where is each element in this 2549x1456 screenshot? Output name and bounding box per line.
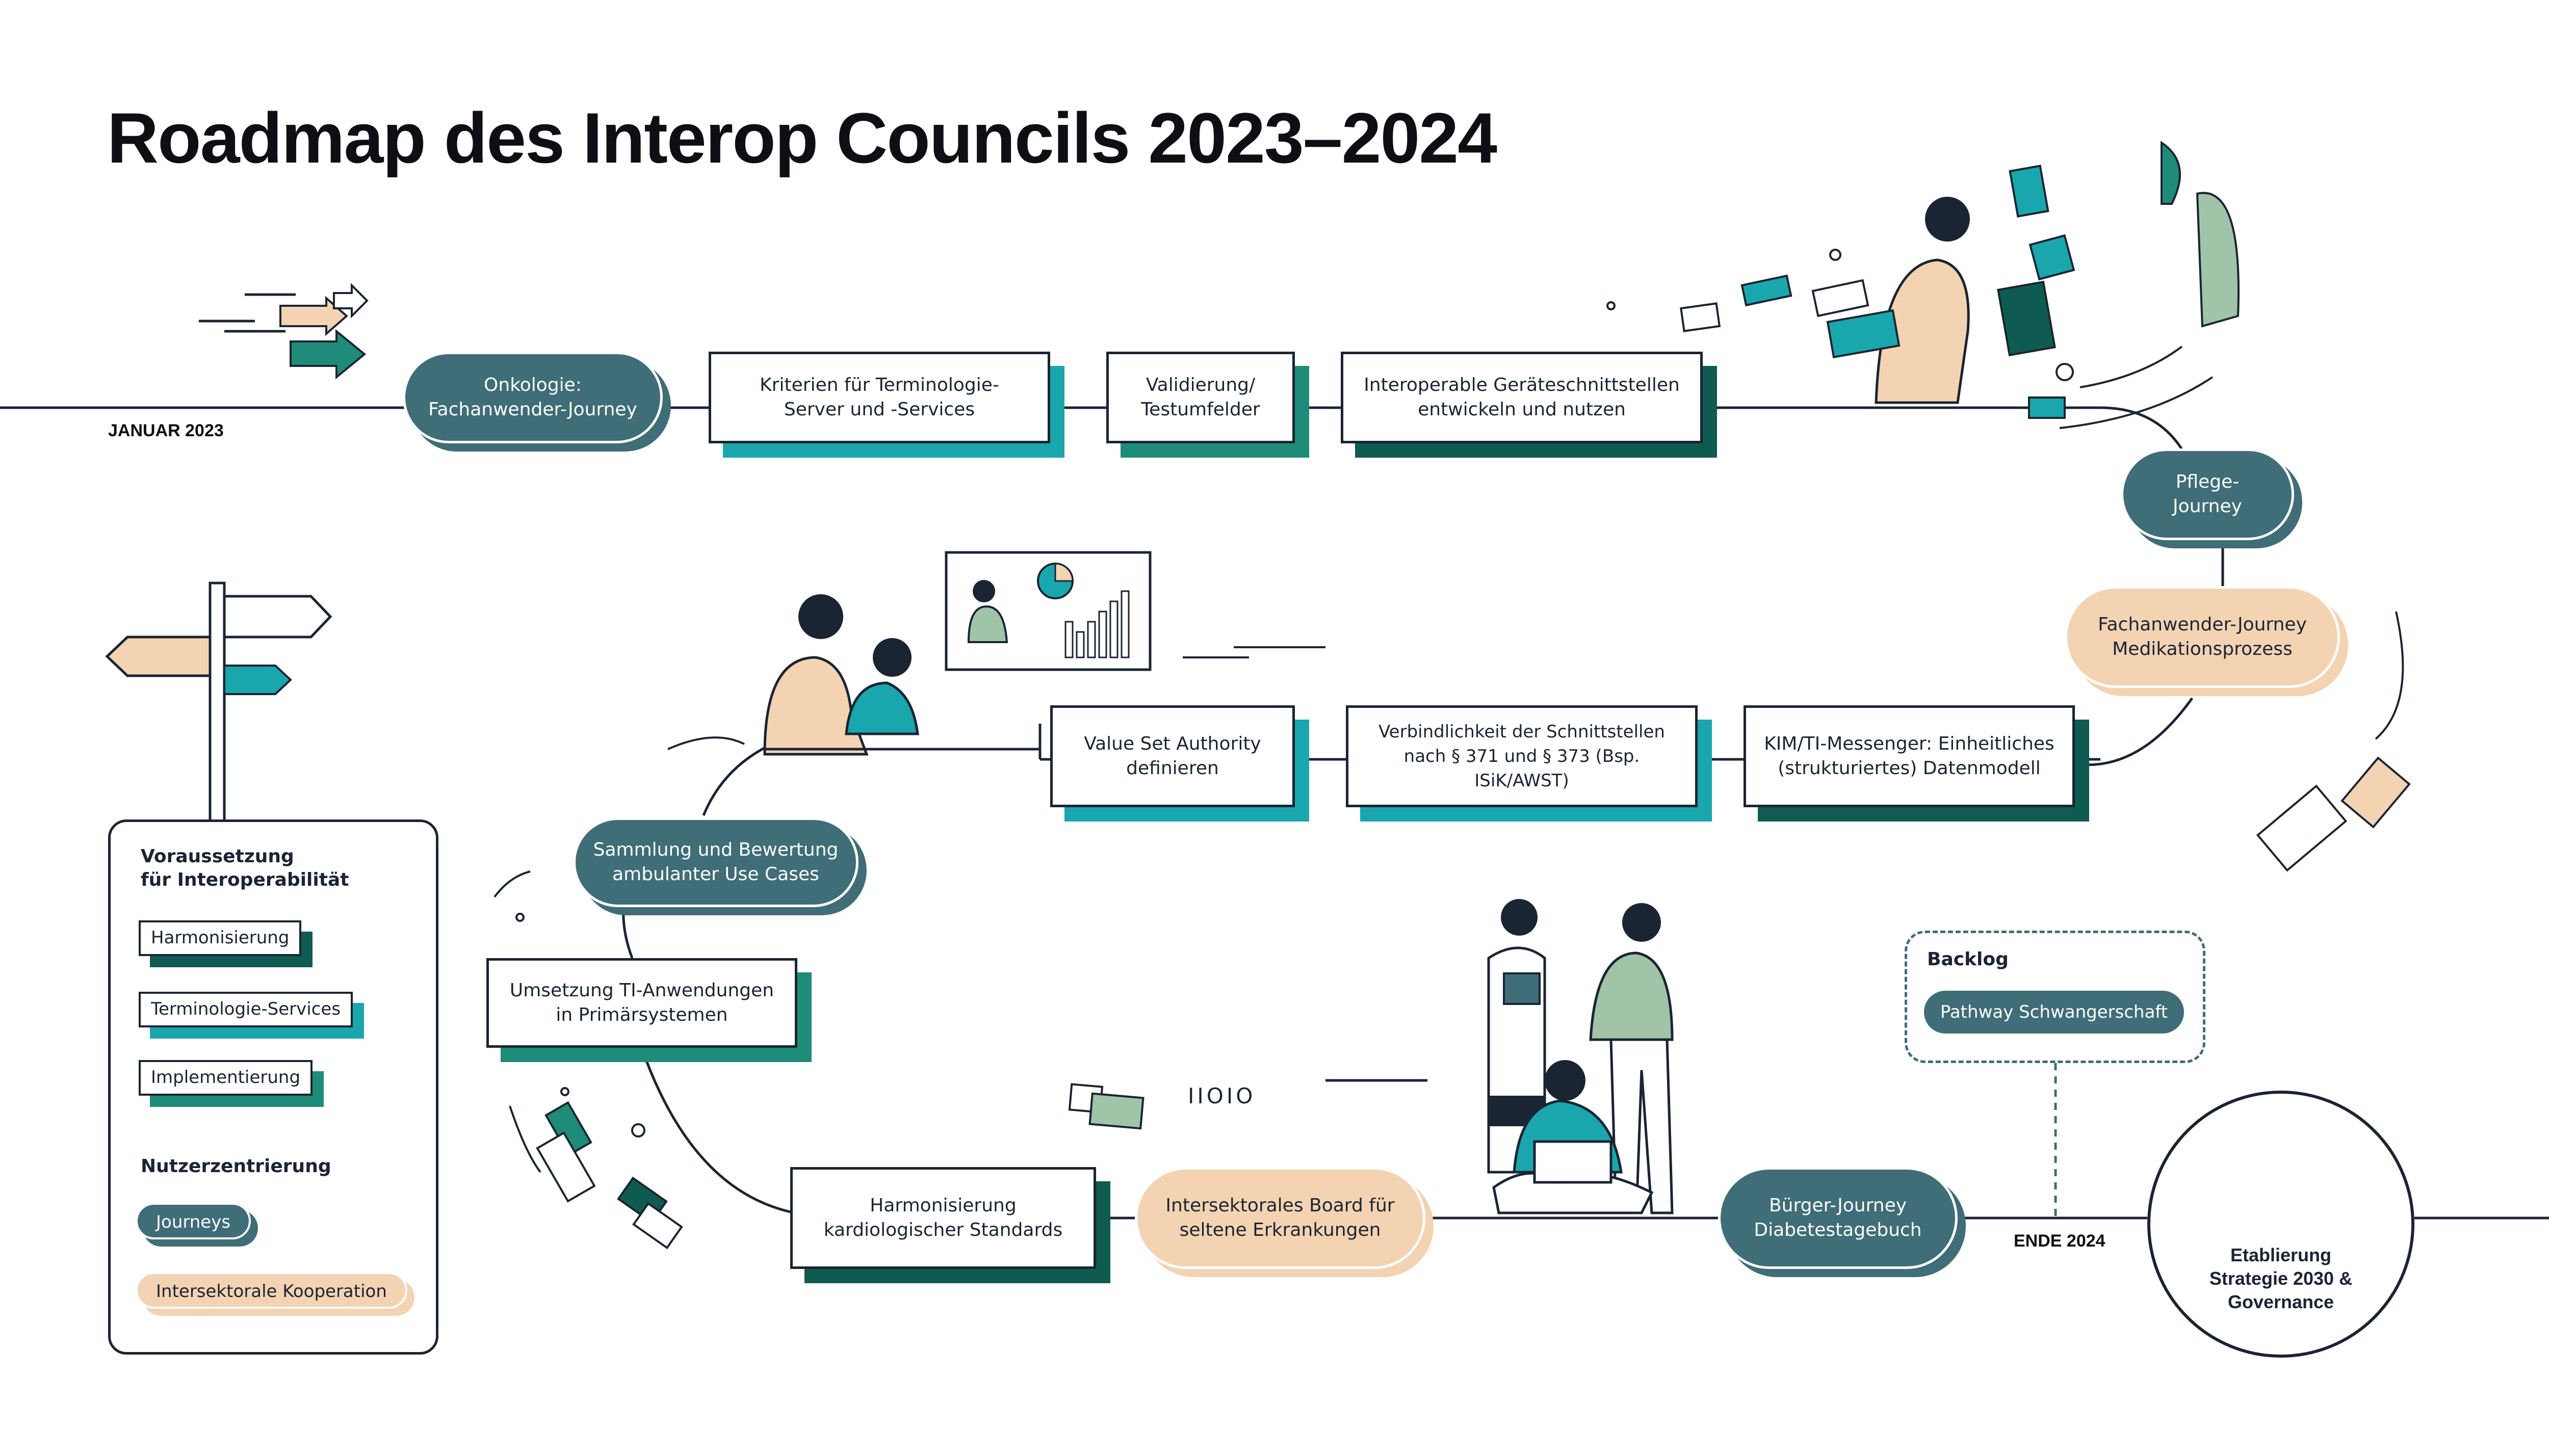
milestone-kriterien-terminologie: Kriterien für Terminologie- Server und -… xyxy=(709,352,1050,443)
milestone-validierung: Validierung/ Testumfelder xyxy=(1106,352,1295,443)
milestone-medikation: Fachanwender-Journey Medikationsprozess xyxy=(2065,586,2340,688)
backlog-frame xyxy=(1905,931,2205,1063)
page-title: Roadmap des Interop Councils 2023–2024 xyxy=(107,98,1497,178)
milestone-pflege-journey: Pflege- Journey xyxy=(2121,448,2294,540)
legend-harmonisierung: Harmonisierung xyxy=(139,920,302,956)
goal-label: Etablierung Strategie 2030 & Governance xyxy=(2209,1245,2353,1312)
binary-decoration: IIOIO xyxy=(1188,1083,1256,1108)
backlog-heading: Backlog xyxy=(1927,949,2009,970)
milestone-value-set-authority: Value Set Authority definieren xyxy=(1050,705,1295,807)
presentation-screen-icon xyxy=(945,551,1152,671)
legend-heading-nutzerzentrierung: Nutzerzentrierung xyxy=(141,1156,331,1177)
milestone-verbindlichkeit: Verbindlichkeit der Schnittstellen nach … xyxy=(1346,705,1698,807)
signpost-icon xyxy=(105,581,332,824)
goal-circle xyxy=(2147,1091,2414,1358)
backlog-item: Pathway Schwangerschaft xyxy=(1924,991,2184,1034)
milestone-onkologie: Onkologie: Fachanwender-Journey xyxy=(403,352,663,443)
milestone-buerger-journey: Bürger-Journey Diabetestagebuch xyxy=(1718,1167,1958,1269)
legend-terminologie-services: Terminologie-Services xyxy=(139,992,353,1027)
meeting-people-icon xyxy=(763,594,1325,756)
legend-heading-voraussetzung: Voraussetzung für Interoperabilität xyxy=(141,846,349,890)
start-date-label: JANUAR 2023 xyxy=(108,421,224,440)
group-with-laptop-icon xyxy=(1487,899,1674,1214)
milestone-sammlung-use-cases: Sammlung und Bewertung ambulanter Use Ca… xyxy=(573,817,859,907)
legend-implementierung: Implementierung xyxy=(139,1060,313,1096)
woman-arranging-cards-icon xyxy=(1606,141,2240,429)
milestone-kardiologie: Harmonisierung kardiologischer Standards xyxy=(790,1167,1096,1269)
milestone-umsetzung-ti: Umsetzung TI-Anwendungen in Primärsystem… xyxy=(486,958,797,1048)
legend-intersektorale-kooperation: Intersektorale Kooperation xyxy=(136,1272,407,1309)
end-date-label: ENDE 2024 xyxy=(2014,1231,2105,1251)
milestone-intersektorales-board: Intersektorales Board für seltene Erkran… xyxy=(1135,1167,1425,1269)
milestone-kim-messenger: KIM/TI-Messenger: Einheitliches (struktu… xyxy=(1744,705,2075,807)
arrows-icon xyxy=(199,283,369,380)
milestone-geraeteschnittstellen: Interoperable Geräteschnittstellen entwi… xyxy=(1341,352,1703,443)
legend-journeys: Journeys xyxy=(136,1203,251,1239)
